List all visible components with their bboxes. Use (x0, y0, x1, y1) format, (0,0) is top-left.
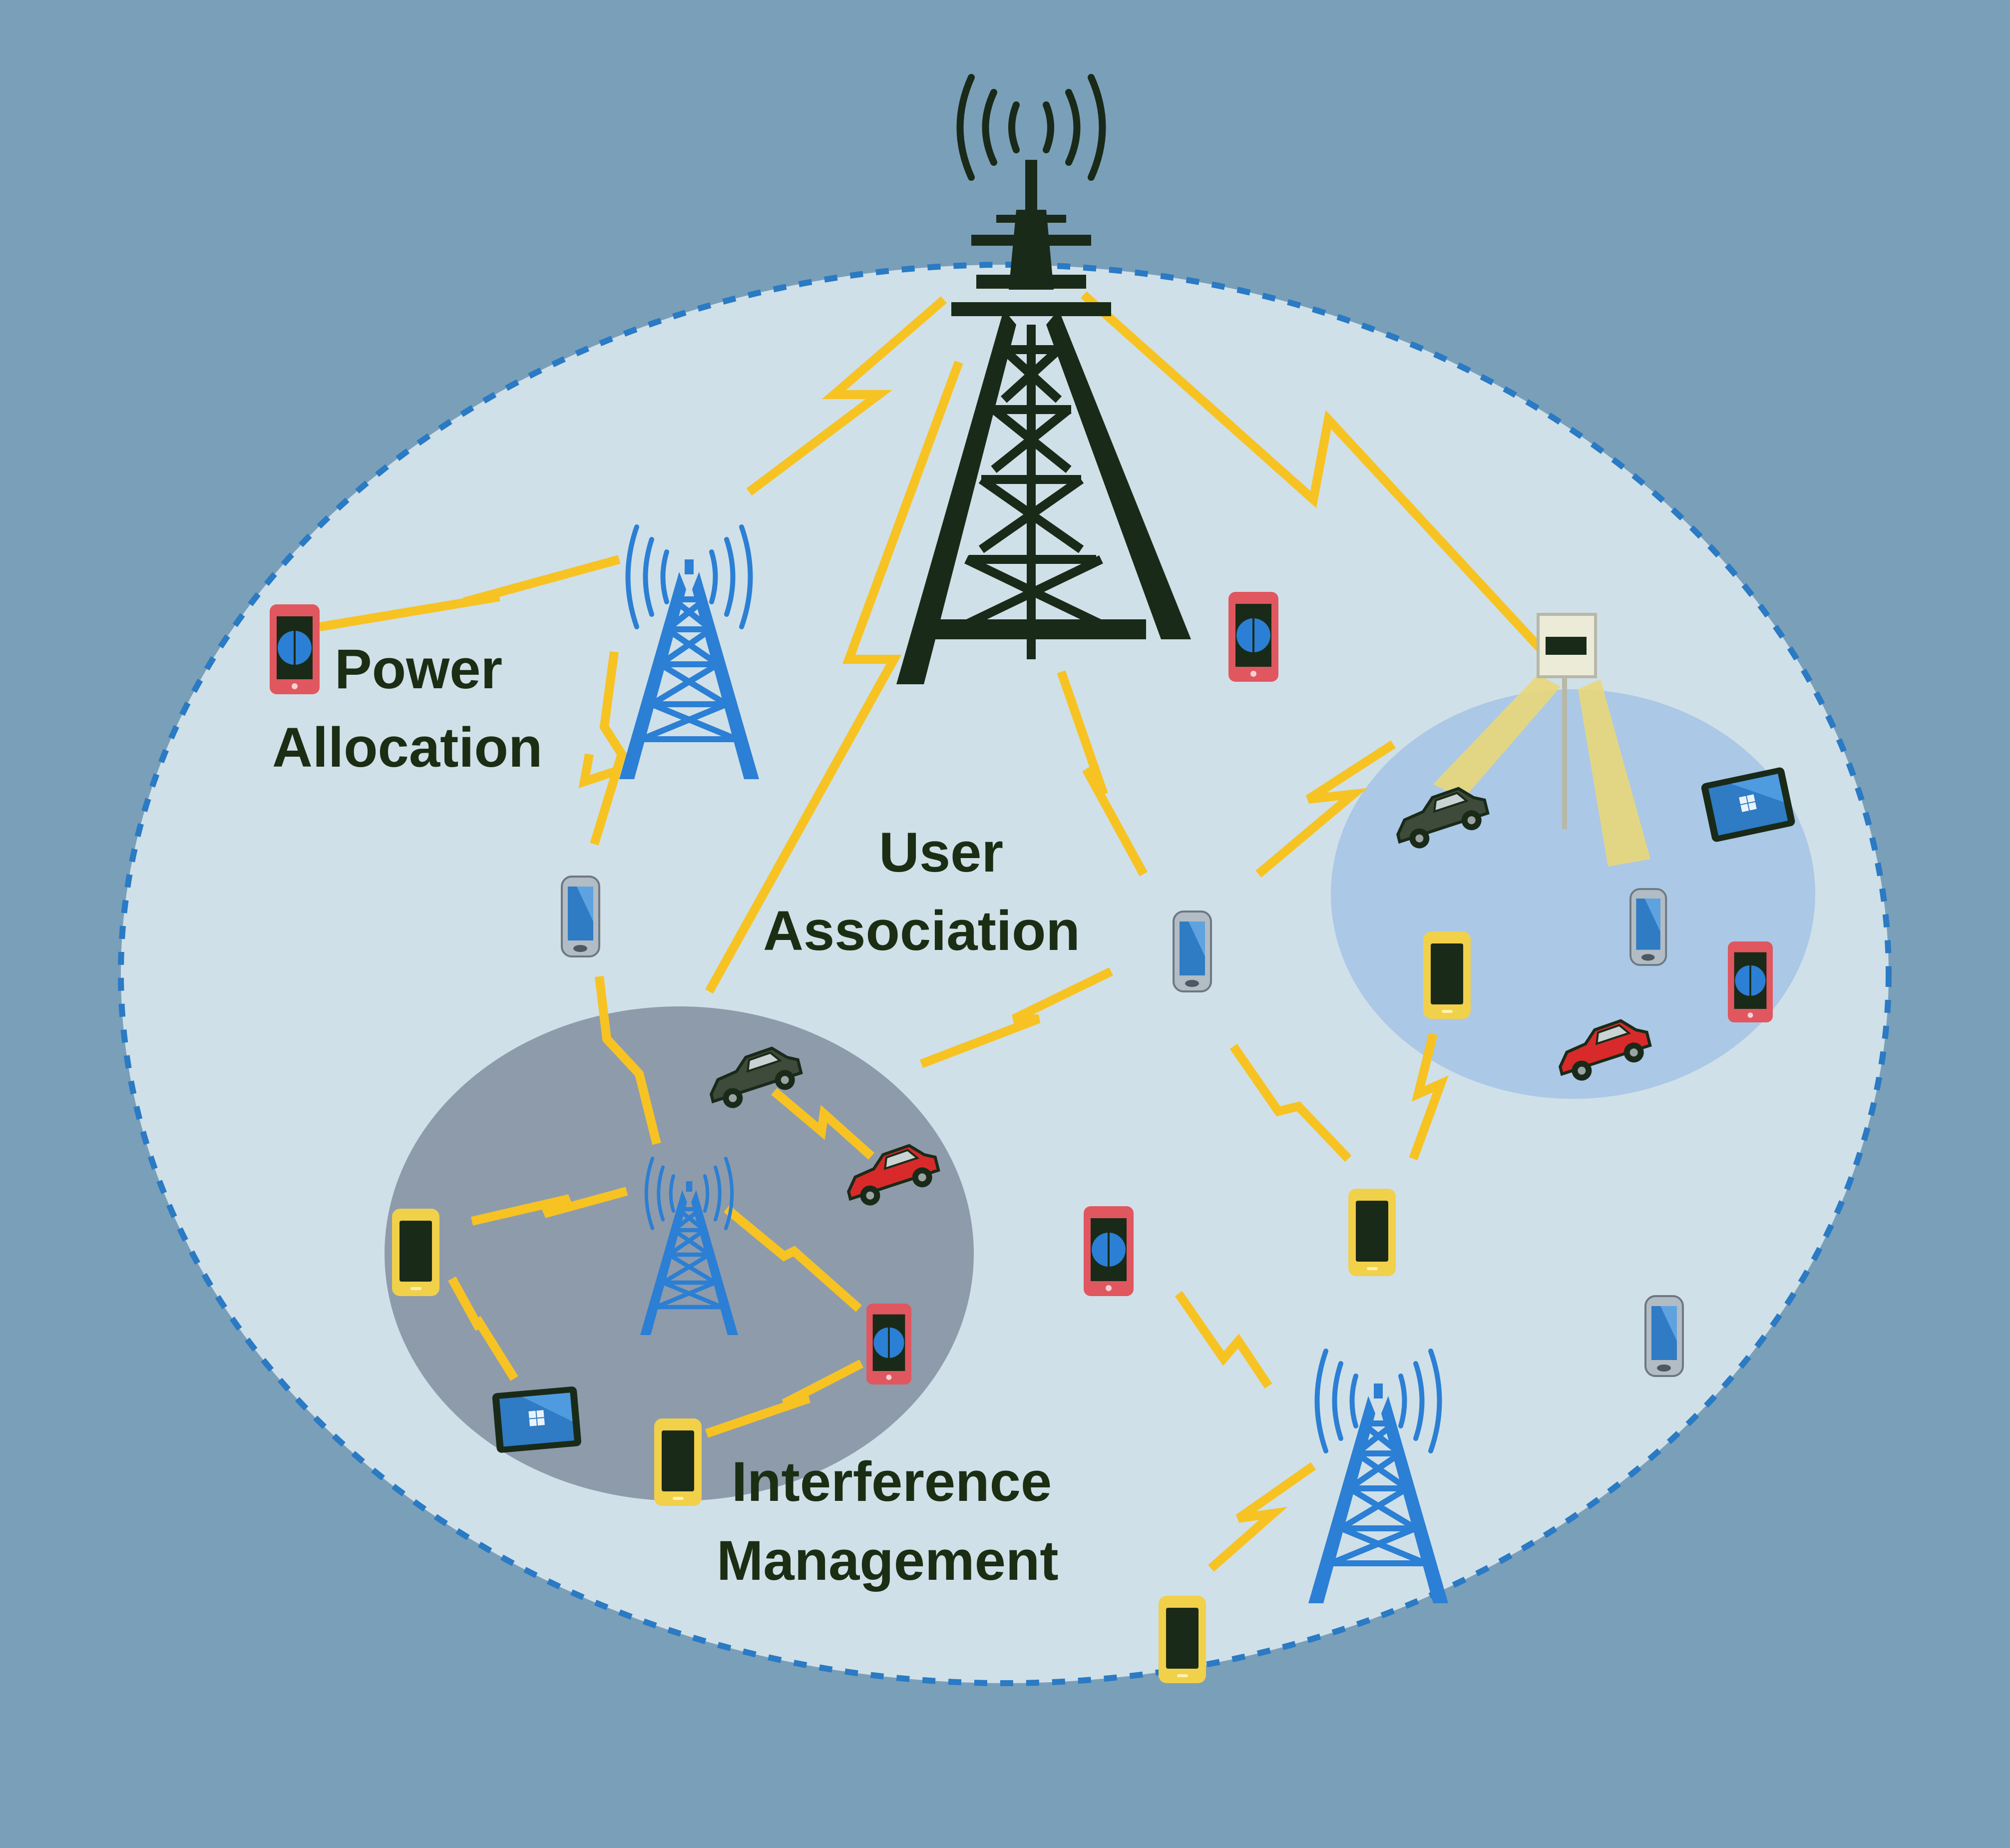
link-car-to-car (771, 1088, 875, 1160)
smartphone-yellow-icon (1159, 1596, 1206, 1683)
label-allocation: Allocation (272, 716, 542, 779)
label-power: Power (335, 638, 502, 700)
link-power-tower-to-red-phone (319, 555, 621, 631)
smartphone-gray-icon (1629, 888, 1667, 966)
smartphone-gray-icon (1173, 911, 1212, 992)
wireless-links (319, 291, 1549, 1572)
link-center-phone-to-left-cell (919, 967, 1113, 1068)
link-left-tower-to-red-phone (724, 1205, 862, 1312)
link-red-phone-to-yellow-phone (705, 1360, 864, 1438)
smartphone-red-icon (1083, 1205, 1135, 1297)
link-macro-to-center-phone (1057, 670, 1148, 877)
smartphone-red-icon (1727, 940, 1774, 1023)
link-right-cell-to-center (1255, 740, 1396, 878)
smartphone-gray-icon (561, 876, 600, 957)
link-power-allocation-zigzag (578, 753, 616, 789)
label-interference: Interference (732, 1450, 1052, 1513)
small-cell-right (1331, 689, 1815, 1099)
label-association: Association (763, 900, 1080, 962)
link-macro-to-power-tower (746, 296, 947, 496)
label-user: User (879, 821, 1003, 884)
tablet-icon (492, 1386, 582, 1453)
smartphone-yellow-icon (1348, 1189, 1396, 1276)
label-management: Management (717, 1529, 1059, 1592)
link-power-tower-to-gray-phone (590, 651, 627, 846)
smartphone-yellow-icon (1423, 931, 1471, 1019)
link-yellow-phone-to-tablet (448, 1276, 518, 1381)
remote-radio-unit-icon (1433, 613, 1650, 867)
link-red-phone-to-bottom-tower (1175, 1291, 1272, 1388)
smartphone-gray-icon (1644, 1295, 1684, 1377)
link-bottom-tower-to-yellow-phone (1208, 1462, 1316, 1572)
smartphone-red-icon (269, 603, 321, 695)
link-gray-phone-to-left-tower (595, 975, 661, 1145)
smartphone-yellow-icon (392, 1209, 439, 1296)
smartphone-red-icon (1227, 591, 1279, 683)
link-right-cell-to-yellow-phone (1409, 1032, 1449, 1161)
link-left-tower-to-yellow-phone (470, 1187, 628, 1226)
link-macro-to-left-cell (705, 360, 963, 994)
link-center-to-yellow-phone (1229, 1043, 1352, 1162)
smartphone-yellow-icon (654, 1418, 702, 1506)
smartphone-red-icon (865, 1303, 912, 1386)
link-macro-to-remote-unit (1081, 291, 1549, 658)
